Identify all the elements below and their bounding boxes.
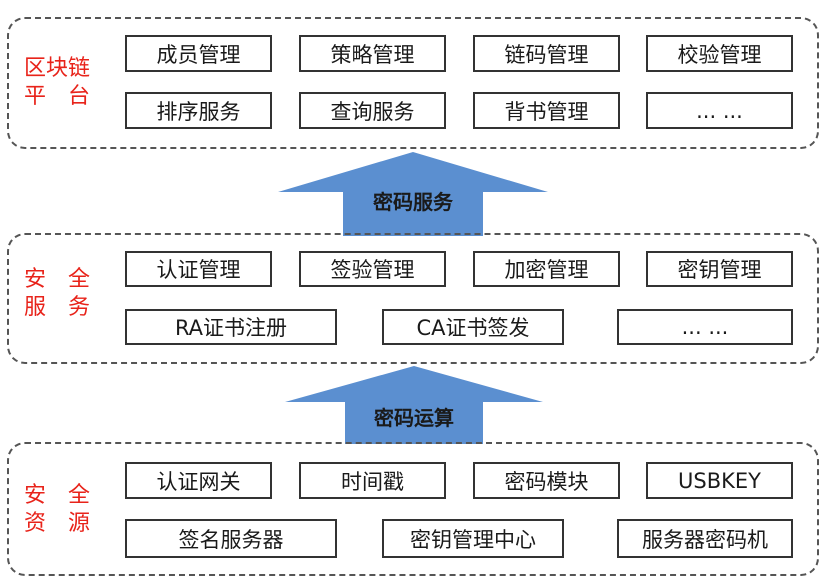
box-encryption-management: 加密管理 [473, 251, 620, 287]
box-platform-more: ... ... [646, 92, 793, 129]
layer-blockchain-platform: 区块链 平 台 [7, 17, 819, 149]
box-timestamp: 时间戳 [299, 462, 446, 499]
layer-security-service: 安 全 服 务 [7, 233, 819, 364]
layer-label-platform: 区块链 平 台 [23, 56, 90, 109]
box-key-management-center: 密钥管理中心 [382, 519, 564, 558]
box-chaincode-management: 链码管理 [473, 35, 620, 72]
box-member-management: 成员管理 [125, 35, 272, 72]
box-auth-management: 认证管理 [125, 251, 272, 287]
box-policy-management: 策略管理 [299, 35, 446, 72]
arrow-label-crypto-computation: 密码运算 [374, 406, 454, 430]
box-sign-verify-management: 签验管理 [299, 251, 446, 287]
layer-security-resource: 安 全 资 源 [7, 442, 819, 576]
box-validation-management: 校验管理 [646, 35, 793, 72]
box-ordering-service: 排序服务 [125, 92, 272, 129]
box-crypto-module: 密码模块 [473, 462, 620, 499]
layer-label-security-service: 安 全 服 务 [23, 267, 90, 320]
box-ra-cert-registration: RA证书注册 [125, 309, 337, 345]
layer-label-security-resource: 安 全 资 源 [23, 483, 90, 536]
arrow-label-crypto-service: 密码服务 [373, 190, 453, 214]
arrow-up-crypto-computation [285, 366, 543, 444]
box-service-more: ... ... [617, 309, 793, 345]
box-key-management: 密钥管理 [646, 251, 793, 287]
arrow-up-crypto-service [278, 152, 548, 236]
box-auth-gateway: 认证网关 [125, 462, 272, 499]
box-server-crypto-machine: 服务器密码机 [617, 519, 793, 558]
box-query-service: 查询服务 [299, 92, 446, 129]
box-usbkey: USBKEY [646, 462, 793, 499]
box-signature-server: 签名服务器 [125, 519, 337, 558]
box-ca-cert-issuance: CA证书签发 [382, 309, 564, 345]
box-endorsement-management: 背书管理 [473, 92, 620, 129]
